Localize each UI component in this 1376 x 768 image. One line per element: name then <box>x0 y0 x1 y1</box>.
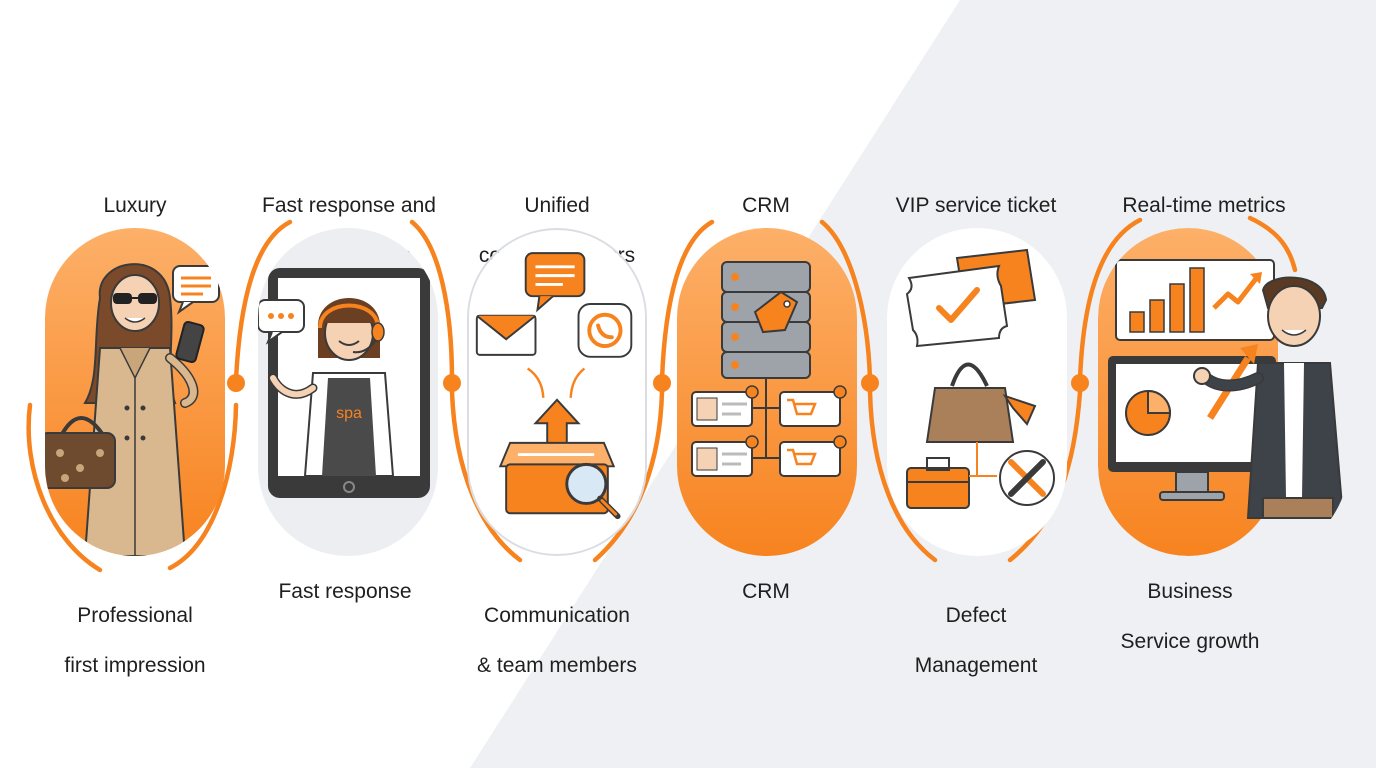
step-4-title-line-1: CRM <box>742 194 790 217</box>
step-1-caption: Professional first impression <box>30 578 240 703</box>
step-3-caption: Communication & team members <box>452 578 662 703</box>
step-2-caption: Fast response <box>250 554 440 629</box>
step-1-caption-line-1: Professional <box>77 604 193 627</box>
step-2-panel: spa <box>258 228 438 556</box>
tablet-agent-illustration: spa <box>258 228 438 556</box>
step-2-title-line-1: Fast response and <box>262 194 436 217</box>
spa-badge: spa <box>336 405 362 422</box>
luxury-customer-illustration <box>45 228 225 556</box>
step-1-title-line-1: Luxury <box>103 194 167 217</box>
step-3-title-line-1: Unified <box>524 194 590 217</box>
step-2-caption-line-1: Fast response <box>278 580 412 603</box>
step-4-caption-line-1: CRM <box>742 580 790 603</box>
step-3-caption-line-1: Communication <box>484 604 630 627</box>
metrics-display-illustration <box>1098 228 1345 556</box>
step-4-panel <box>677 228 857 556</box>
step-6-caption-line-2: Service growth <box>1120 630 1260 653</box>
step-5-caption-line-2: Management <box>914 654 1038 677</box>
vip-ticket-illustration <box>887 228 1067 556</box>
step-6-caption-line-1: Business <box>1147 580 1233 603</box>
step-6-title-line-1: Real-time metrics <box>1122 194 1286 217</box>
step-4-caption: CRM <box>676 554 856 629</box>
unified-inbox-illustration <box>469 231 645 553</box>
step-1-panel <box>45 228 225 556</box>
step-5-panel <box>887 228 1067 556</box>
step-6-caption: Business Service growth <box>1090 554 1290 679</box>
crm-database-illustration <box>677 228 857 556</box>
step-6-panel <box>1098 228 1348 556</box>
step-3-panel <box>467 228 647 556</box>
step-5-title-line-1: VIP service ticket <box>895 194 1057 217</box>
step-1-caption-line-2: first impression <box>64 654 206 677</box>
step-5-caption: Defect Management <box>876 578 1076 703</box>
step-5-caption-line-1: Defect <box>945 604 1007 627</box>
step-3-caption-line-2: & team members <box>477 654 637 677</box>
